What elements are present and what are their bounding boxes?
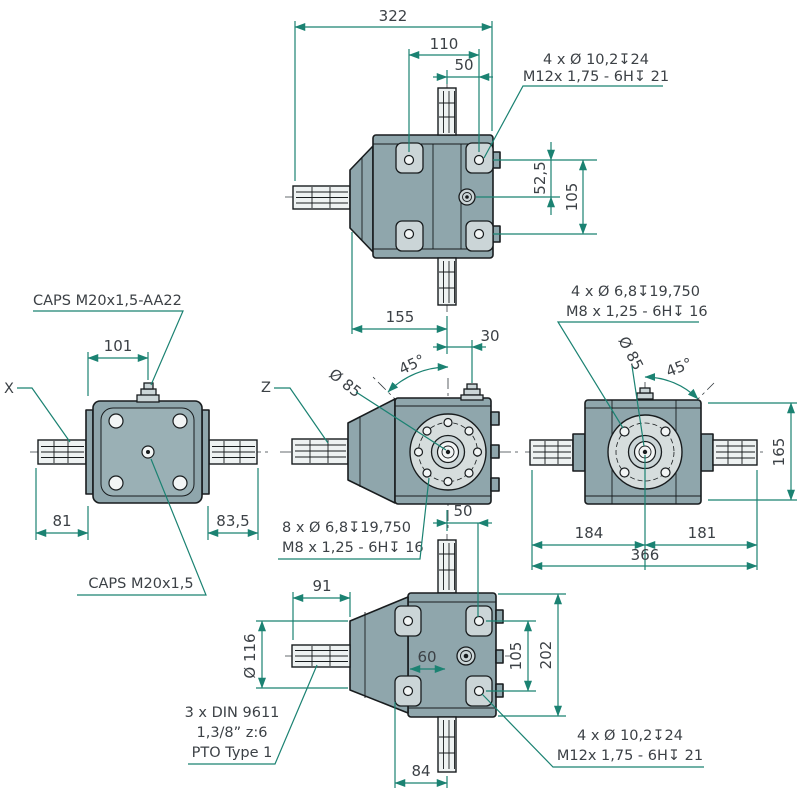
note-4-holes-line1: 4 x Ø 6,8↧19,750 (571, 284, 700, 300)
flange-hole (443, 476, 453, 487)
cover-bolt (172, 413, 188, 429)
note-thread-bottom-line2: M12x 1,75 - 6H↧ 21 (557, 748, 703, 764)
side-tab (490, 411, 500, 426)
dim-322: 322 (379, 7, 408, 25)
top-shaft-spline (437, 87, 457, 136)
side-tab (495, 649, 504, 664)
dim-52-5: 52,5 (531, 161, 549, 194)
dim-45deg-z: 45° (396, 351, 428, 379)
cover-bolt (172, 475, 188, 491)
side-flange (85, 409, 94, 495)
dim-dia116: Ø 116 (241, 633, 259, 678)
bell-housing (349, 145, 374, 253)
note-pto-line2: 1,3/8” z:6 (196, 725, 267, 741)
note-caps-aa22: CAPS M20x1,5-AA22 (33, 293, 182, 309)
breather-base (136, 394, 160, 403)
bolt-hole (402, 685, 414, 697)
shaft-collar (700, 433, 714, 472)
flange-hole (619, 467, 630, 478)
cover-bolt (108, 413, 124, 429)
note-counterbore-top-line1: 4 x Ø 10,2↧24 (543, 52, 649, 68)
dim-181: 181 (688, 524, 717, 542)
bottom-shaft-spline (437, 257, 457, 306)
top-shaft-spline (437, 539, 457, 594)
breather-base (460, 394, 484, 401)
dim-dia85-right: Ø 85 (614, 333, 647, 373)
flange-hole (443, 417, 453, 428)
flange-hole (660, 426, 671, 437)
note-pto-line1: 3 x DIN 9611 (185, 705, 280, 721)
view-label-x: X (4, 381, 14, 397)
dim-366: 366 (631, 546, 660, 564)
view-label-z: Z (261, 380, 271, 396)
bottom-shaft-spline (437, 716, 457, 773)
dim-45deg-right: 45° (663, 354, 694, 381)
dim-50-top: 50 (454, 56, 473, 74)
flange-hole (422, 426, 432, 436)
breather-cap-top (143, 382, 154, 390)
bolt-hole (473, 685, 485, 697)
dim-202: 202 (537, 641, 555, 670)
flange-hole (619, 426, 630, 437)
left-shaft-spline (529, 439, 574, 466)
dim-60: 60 (417, 648, 436, 666)
note-caps-m20: CAPS M20x1,5 (88, 576, 193, 592)
bottom-view: 50 91 Ø 116 60 105 202 84 3 x DIN 9611 1… (185, 502, 704, 788)
note-m8-line2: M8 x 1,25 - 6H↧ 16 (566, 304, 708, 320)
dim-184: 184 (575, 524, 604, 542)
bolt-hole (403, 228, 415, 240)
breather-cap (636, 392, 654, 400)
dim-155: 155 (386, 308, 415, 326)
note-thread-top-line2: M12x 1,75 - 6H↧ 21 (523, 69, 669, 85)
dim-81: 81 (52, 512, 71, 530)
side-tab (490, 477, 500, 492)
input-shaft-spline (291, 438, 349, 465)
dim-91: 91 (312, 577, 331, 595)
bolt-hole (473, 615, 485, 627)
side-view-right: 45° Ø 85 4 x Ø 6,8↧19,750 M8 x 1,25 - 6H… (525, 284, 797, 570)
dim-105-bottom: 105 (507, 642, 525, 671)
top-view: 322 110 50 52,5 105 155 30 4 x Ø 10,2↧24… (285, 7, 669, 383)
note-m8-line2: M8 x 1,25 - 6H↧ 16 (282, 540, 424, 556)
front-view-x: 101 81 83,5 X CAPS M20x1,5-AA22 CAPS M20… (4, 293, 268, 596)
dim-84: 84 (411, 762, 430, 780)
flange-hole (422, 468, 432, 478)
side-tab (490, 444, 500, 459)
dim-110: 110 (430, 35, 459, 53)
bolt-hole (403, 154, 415, 166)
side-view-z: 45° Ø 85 8 x Ø 6,8↧19,750 M8 x 1,25 - 6H… (261, 351, 520, 560)
bolt-hole (402, 615, 414, 627)
dim-83-5: 83,5 (216, 512, 249, 530)
dim-dia85-z: Ø 85 (326, 365, 365, 401)
breather-cap-top (639, 387, 651, 394)
note-pto-line3: PTO Type 1 (192, 745, 273, 761)
dim-30: 30 (480, 327, 499, 345)
breather-cap (463, 388, 481, 396)
dim-50-bottom: 50 (453, 502, 472, 520)
flange-hole (464, 426, 474, 436)
flange-hole (660, 467, 671, 478)
dim-165: 165 (770, 438, 788, 467)
breather-cap-top (466, 383, 478, 390)
note-counterbore-bottom-line1: 4 x Ø 10,2↧24 (577, 728, 683, 744)
side-tab (495, 609, 504, 624)
cover-bolt (108, 475, 124, 491)
flange-hole (464, 468, 474, 478)
dim-105-top: 105 (563, 183, 581, 212)
right-shaft-spline (712, 439, 758, 466)
bolt-circle (615, 422, 675, 482)
bell-housing (347, 398, 396, 504)
bolt-hole (473, 154, 485, 166)
side-flange (201, 409, 210, 495)
bolt-hole (473, 228, 485, 240)
note-8-holes-line1: 8 x Ø 6,8↧19,750 (282, 520, 411, 536)
shaft-collar (572, 433, 586, 472)
flange-hole (472, 447, 483, 457)
dim-101: 101 (104, 337, 133, 355)
flange-hole (413, 447, 424, 457)
